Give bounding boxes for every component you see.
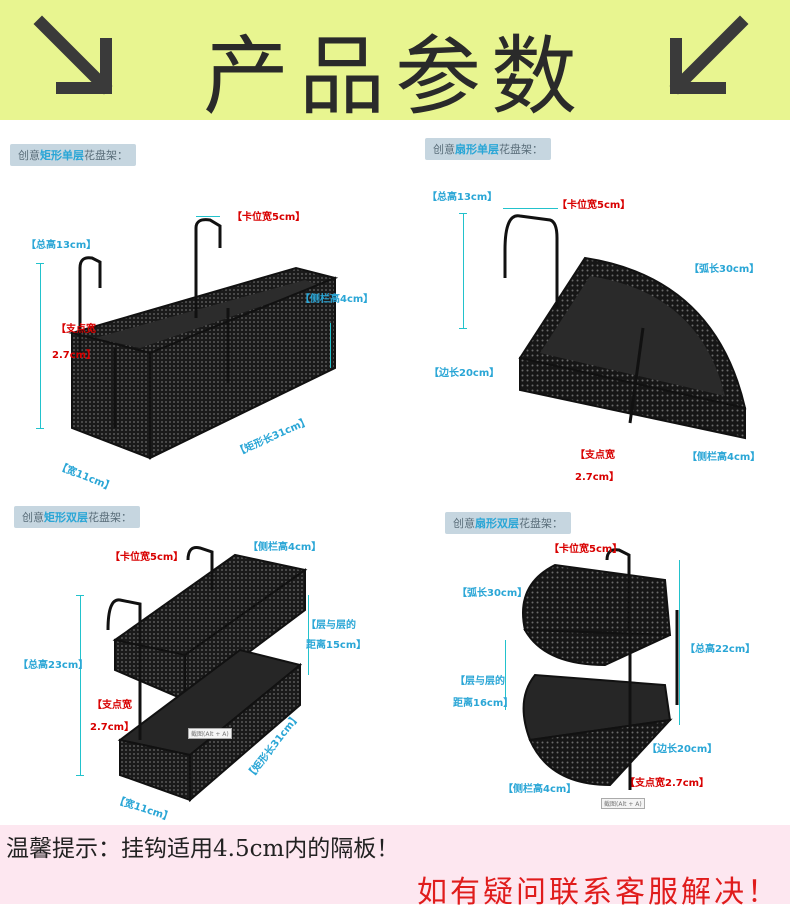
support-width-label-b: 2.7cm】 <box>575 472 620 483</box>
layer-gap-label-b: 距离16cm】 <box>453 698 514 709</box>
footer-notice: 温馨提示：挂钩适用4.5cm内的隔板！ 如有疑问联系客服解决！ <box>0 825 790 910</box>
total-height-label: 【总高13cm】 <box>26 240 97 251</box>
clip-width-label: 【卡位宽5cm】 <box>232 212 306 223</box>
side-rail-label: 【侧栏高4cm】 <box>248 542 322 553</box>
support-width-label-a: 【支点宽 <box>56 324 96 335</box>
panel-tag: 创意矩形双层花盘架： <box>14 506 140 528</box>
screenshot-chip: 截图(Alt + A) <box>601 798 645 809</box>
total-height-label: 【总高23cm】 <box>18 660 89 671</box>
arc-length-label: 【弧长30cm】 <box>457 588 528 599</box>
side-rail-label: 【侧栏高4cm】 <box>503 784 577 795</box>
edge-length-label: 【边长20cm】 <box>429 368 500 379</box>
clip-width-label: 【卡位宽5cm】 <box>110 552 184 563</box>
panel-tag: 创意矩形单层花盘架： <box>10 144 136 166</box>
clip-width-label: 【卡位宽5cm】 <box>557 200 631 211</box>
contact-text: 如有疑问联系客服解决！ <box>417 875 780 910</box>
screenshot-chip: 截图(Alt + A) <box>188 728 232 739</box>
support-width-label-b: 2.7cm】 <box>52 350 97 361</box>
down-right-arrow-icon <box>32 14 122 108</box>
layer-gap-label-a: 【层与层的 <box>455 676 505 687</box>
fan-single-rack-image <box>503 214 747 440</box>
tip-text: 温馨提示：挂钩适用4.5cm内的隔板！ <box>6 836 400 862</box>
support-width-label: 【支点宽2.7cm】 <box>625 778 710 789</box>
panel-fan-single: 创意扇形单层花盘架： 【总高13cm】 【卡位宽5cm】 【弧长30cm】 【边… <box>415 128 790 498</box>
panel-rect-double: 创意矩形双层花盘架： 【卡位宽5cm】 【侧栏高4cm】 【层与层的 距离15c… <box>0 500 395 824</box>
rect-single-rack-image <box>68 218 339 460</box>
support-width-label-a: 【支点宽 <box>575 450 615 461</box>
page-title: 产品参数 <box>203 27 587 127</box>
panel-tag: 创意扇形单层花盘架： <box>425 138 551 160</box>
layer-gap-label-a: 【层与层的 <box>306 620 356 631</box>
support-width-label-b: 2.7cm】 <box>90 722 135 733</box>
arc-length-label: 【弧长30cm】 <box>689 264 760 275</box>
support-width-label-a: 【支点宽 <box>92 700 132 711</box>
edge-length-label: 【边长20cm】 <box>647 744 718 755</box>
panel-tag: 创意扇形双层花盘架： <box>445 512 571 534</box>
panel-fan-double: 创意扇形双层花盘架： 【卡位宽5cm】 【弧长30cm】 【总高22cm】 【层… <box>415 500 790 820</box>
rect-double-rack-image <box>106 546 308 803</box>
clip-width-label: 【卡位宽5cm】 <box>549 544 623 555</box>
layer-gap-label-b: 距离15cm】 <box>306 640 367 651</box>
fan-double-rack-image <box>522 548 679 790</box>
total-height-label: 【总高22cm】 <box>685 644 756 655</box>
total-height-label: 【总高13cm】 <box>427 192 498 203</box>
down-left-arrow-icon <box>660 14 750 108</box>
panel-rect-single: 创意矩形单层花盘架： 【总高13cm】 【卡位宽5cm】 【侧栏高4cm】 【支… <box>0 128 395 498</box>
header-banner: 产品参数 <box>0 0 790 127</box>
side-rail-label: 【侧栏高4cm】 <box>300 294 374 305</box>
side-rail-label: 【侧栏高4cm】 <box>687 452 761 463</box>
